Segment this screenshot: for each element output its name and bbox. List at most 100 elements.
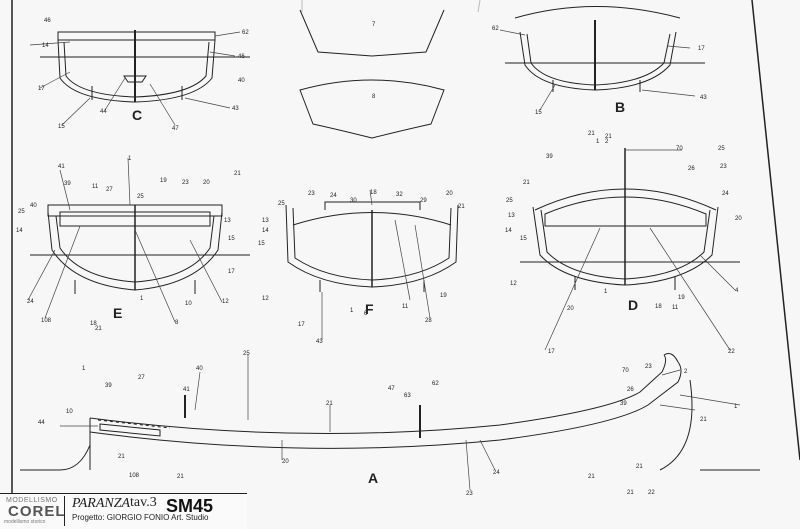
callout-e-21: 1 xyxy=(140,296,144,302)
callout-d-17: 1 xyxy=(604,289,608,295)
model-code: SM45 xyxy=(166,496,214,516)
callout-d-18: 18 xyxy=(655,304,662,310)
callout-c-2: 62 xyxy=(242,30,249,36)
brand-logo: MODELLISMO COREL modellismo storico xyxy=(2,496,65,526)
callout-f-3: 30 xyxy=(350,198,357,204)
callout-a-27: 22 xyxy=(648,490,655,496)
section-b xyxy=(505,6,705,92)
callout-f-14: 43 xyxy=(316,339,323,345)
callout-f-8: 21 xyxy=(458,204,465,210)
callout-f-19: 19 xyxy=(440,293,447,299)
callout-f-13: 17 xyxy=(298,322,305,328)
callout-a-3: 41 xyxy=(183,387,190,393)
callout-d-16: 17 xyxy=(548,349,555,355)
callout-d-14: 4 xyxy=(735,288,739,294)
callout-d-3: 2 xyxy=(605,139,609,145)
callout-a-12: 21 xyxy=(326,401,333,407)
callout-b-3: 43 xyxy=(700,95,707,101)
frame-number-8: 8 xyxy=(372,94,376,100)
brand-tagline: modellismo storico xyxy=(4,519,46,525)
callout-e-23: 8 xyxy=(175,320,179,326)
section-letter-c: C xyxy=(132,107,142,123)
callout-e-19: 18 xyxy=(90,321,97,327)
callout-f-9: 13 xyxy=(262,218,269,224)
project-credit: Progetto: GIORGIO FONIO Art. Studio xyxy=(72,513,209,522)
model-name: PARANZA xyxy=(72,496,131,511)
callout-d-13: 12 xyxy=(510,281,517,287)
callout-c-4: 46 xyxy=(238,54,245,60)
callout-a-23: 1 xyxy=(734,404,738,410)
callout-a-22: 39 xyxy=(620,401,627,407)
section-letter-b: B xyxy=(615,99,625,115)
callout-c-5: 40 xyxy=(238,78,245,84)
callout-f-5: 32 xyxy=(396,192,403,198)
callout-d-7: 23 xyxy=(720,164,727,170)
callout-d-0: 39 xyxy=(546,154,553,160)
callout-e-0: 41 xyxy=(58,164,65,170)
callout-e-17: 24 xyxy=(27,299,34,305)
profile-a xyxy=(20,353,760,471)
plate-number: tav.3 xyxy=(130,495,157,510)
callout-a-1: 25 xyxy=(243,351,250,357)
title-block xyxy=(0,493,247,529)
callout-a-6: 44 xyxy=(38,420,45,426)
section-letter-e: E xyxy=(113,305,122,321)
callout-a-2: 40 xyxy=(196,366,203,372)
callout-f-16: 6 xyxy=(364,311,368,317)
callout-f-4: 18 xyxy=(370,190,377,196)
callout-e-22: 10 xyxy=(185,301,192,307)
callout-c-9: 43 xyxy=(232,106,239,112)
callout-d-24: 21 xyxy=(605,134,612,140)
callout-d-4: 70 xyxy=(676,146,683,152)
callout-e-1: 39 xyxy=(64,181,71,187)
callout-a-17: 24 xyxy=(493,470,500,476)
callout-e-11: 25 xyxy=(18,209,25,215)
callout-d-21: 22 xyxy=(728,349,735,355)
callout-e-10: 40 xyxy=(30,203,37,209)
callout-a-16: 23 xyxy=(466,491,473,497)
callout-f-17: 11 xyxy=(402,304,409,310)
callout-a-24: 21 xyxy=(700,417,707,423)
callout-e-18: 108 xyxy=(41,318,52,324)
callout-f-10: 14 xyxy=(262,228,269,234)
frame-number-7: 7 xyxy=(372,22,376,28)
callout-d-9: 20 xyxy=(735,216,742,222)
callout-e-16: 12 xyxy=(222,299,229,305)
callout-e-5: 25 xyxy=(137,194,144,200)
callout-f-11: 15 xyxy=(258,241,265,247)
callout-e-14: 15 xyxy=(228,236,235,242)
callout-f-7: 20 xyxy=(446,191,453,197)
callout-a-20: 26 xyxy=(627,387,634,393)
callout-d-22: 21 xyxy=(523,180,530,186)
callout-c-6: 15 xyxy=(58,124,65,130)
callout-a-11: 20 xyxy=(282,459,289,465)
callout-a-5: 27 xyxy=(138,375,145,381)
callout-e-12: 14 xyxy=(16,228,23,234)
callout-a-18: 70 xyxy=(622,368,629,374)
callout-e-9: 21 xyxy=(234,171,241,177)
callout-e-7: 23 xyxy=(182,180,189,186)
callout-a-9: 108 xyxy=(129,473,140,479)
section-letter-f: F xyxy=(365,301,374,317)
callout-d-19: 11 xyxy=(672,305,679,311)
callout-c-8: 47 xyxy=(172,126,179,132)
callout-a-7: 10 xyxy=(66,409,73,415)
callout-f-12: 12 xyxy=(262,296,269,302)
callout-b-2: 17 xyxy=(698,46,705,52)
callout-a-13: 47 xyxy=(388,386,395,392)
callout-e-13: 13 xyxy=(224,218,231,224)
section-f xyxy=(285,201,459,292)
callout-a-19: 23 xyxy=(645,364,652,370)
callout-a-14: 63 xyxy=(404,393,411,399)
callout-a-26: 21 xyxy=(627,490,634,496)
callout-f-6: 29 xyxy=(420,198,427,204)
callout-d-5: 25 xyxy=(718,146,725,152)
callout-e-20: 21 xyxy=(95,326,102,332)
callout-e-4: 1 xyxy=(128,156,132,162)
callout-e-6: 19 xyxy=(160,178,167,184)
callout-a-10: 21 xyxy=(177,474,184,480)
callout-f-1: 23 xyxy=(308,191,315,197)
